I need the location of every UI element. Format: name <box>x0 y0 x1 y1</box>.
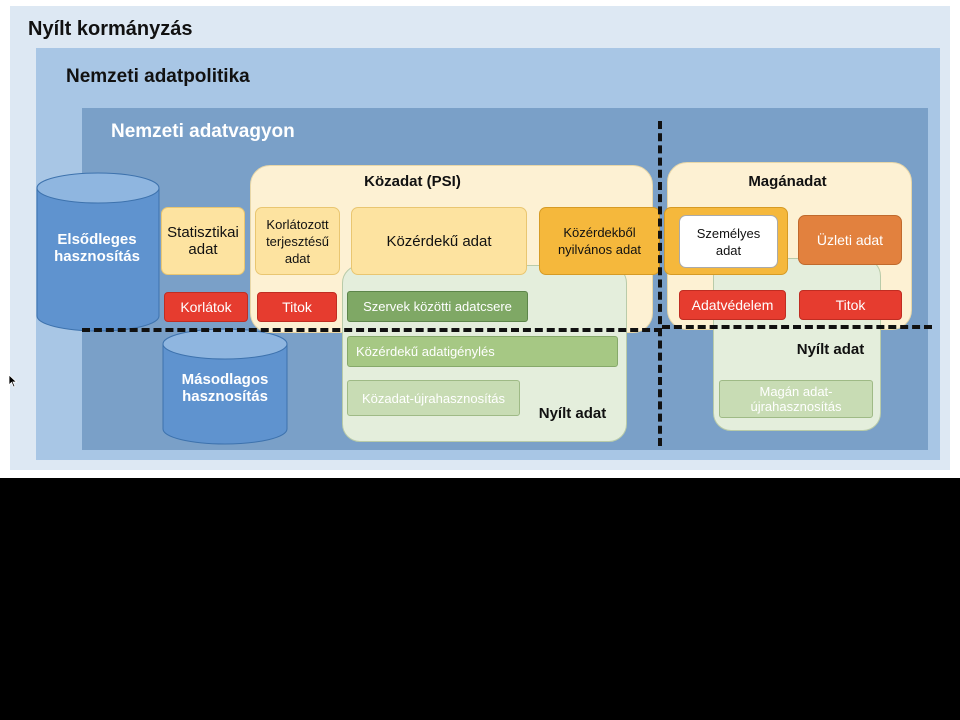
personal-data-box: Személyes adat <box>679 215 778 268</box>
public-interest-data-box: Közérdekű adat <box>351 207 527 275</box>
limits-box: Korlátok <box>164 292 248 322</box>
public-private-separator <box>658 121 662 446</box>
use-separator-right <box>662 325 932 329</box>
private-data-reuse-bar: Magán adat-újrahasznosítás <box>719 380 873 418</box>
public-data-title: Közadat (PSI) <box>364 173 461 190</box>
public-data-reuse-bar: Közadat-újrahasznosítás <box>347 380 520 416</box>
statistical-data-box: Statisztikai adat <box>161 207 245 275</box>
primary-use-cylinder <box>36 172 160 332</box>
mouse-cursor-icon <box>8 374 18 388</box>
private-secret-box: Titok <box>799 290 902 320</box>
restricted-data-box: Korlátozott terjesztésű adat <box>255 207 340 275</box>
business-data-box: Üzleti adat <box>798 215 902 265</box>
private-data-title: Magánadat <box>748 173 827 190</box>
secondary-use-label: Másodlagos hasznosítás <box>181 371 269 405</box>
public-secret-box: Titok <box>257 292 337 322</box>
data-assets-title: Nemzeti adatvagyon <box>111 121 295 142</box>
public-from-interest-box: Közérdekből nyilvános adat <box>539 207 660 275</box>
public-data-request-bar: Közérdekű adatigénylés <box>347 336 618 367</box>
data-protection-box: Adatvédelem <box>679 290 786 320</box>
inter-agency-exchange-bar: Szervek közötti adatcsere <box>347 291 528 322</box>
primary-use-label: Elsődleges hasznosítás <box>54 231 140 265</box>
data-policy-title: Nemzeti adatpolitika <box>66 66 250 87</box>
private-open-data-label: Nyílt adat <box>796 341 865 358</box>
use-separator-left <box>82 328 662 332</box>
public-open-data-label: Nyílt adat <box>538 405 607 422</box>
open-government-title: Nyílt kormányzás <box>28 18 193 40</box>
